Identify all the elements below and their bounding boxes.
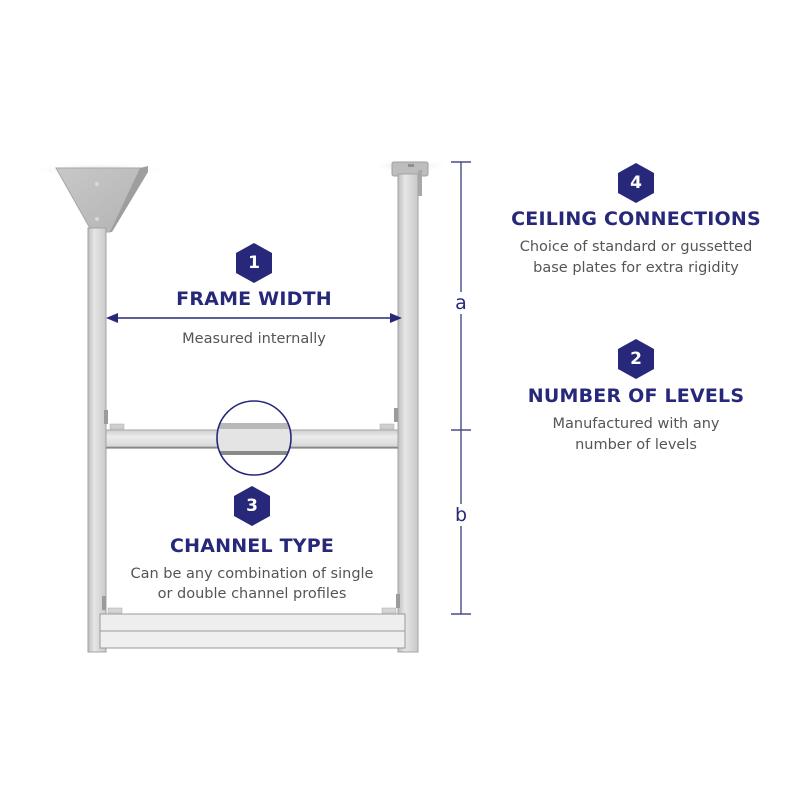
callout-desc-line-2: base plates for extra rigidity [533,260,739,276]
callout-desc-line-2: or double channel profiles [157,586,347,602]
callout-title-frame-width: FRAME WIDTH [176,288,332,310]
callout-desc-line-2: number of levels [575,437,697,453]
badge-number-2: 2 [630,349,642,369]
callout-desc-line-1: Manufactured with any [552,416,720,432]
callout-desc-frame-width: Measured internally [182,331,326,347]
badge-number-1: 1 [248,253,260,273]
callout-desc-line-1: Can be any combination of single [130,566,374,582]
callout-title-channel-type: CHANNEL TYPE [169,535,335,557]
badge-number-3: 3 [246,496,258,516]
dimension-label-a: a [451,292,471,314]
crossbar-bottom [99,594,406,649]
dimension-label-b: b [451,504,471,526]
hexagon-badge-icon [618,163,654,203]
callout-desc-line-1: Choice of standard or gussetted [519,239,753,255]
callout-title-number-of-levels: NUMBER OF LEVELS [527,385,745,407]
hexagon-badge-icon [236,243,272,283]
magnifier-circle-icon [216,400,292,476]
gusset-plate-left [55,166,148,233]
badge-number-4: 4 [630,173,642,193]
double-arrow-icon [106,313,402,323]
hexagon-badge-icon [234,486,270,526]
callout-title-ceiling-connections: CEILING CONNECTIONS [511,208,761,230]
height-dimension-line [451,161,471,615]
hexagon-badge-icon [618,339,654,379]
